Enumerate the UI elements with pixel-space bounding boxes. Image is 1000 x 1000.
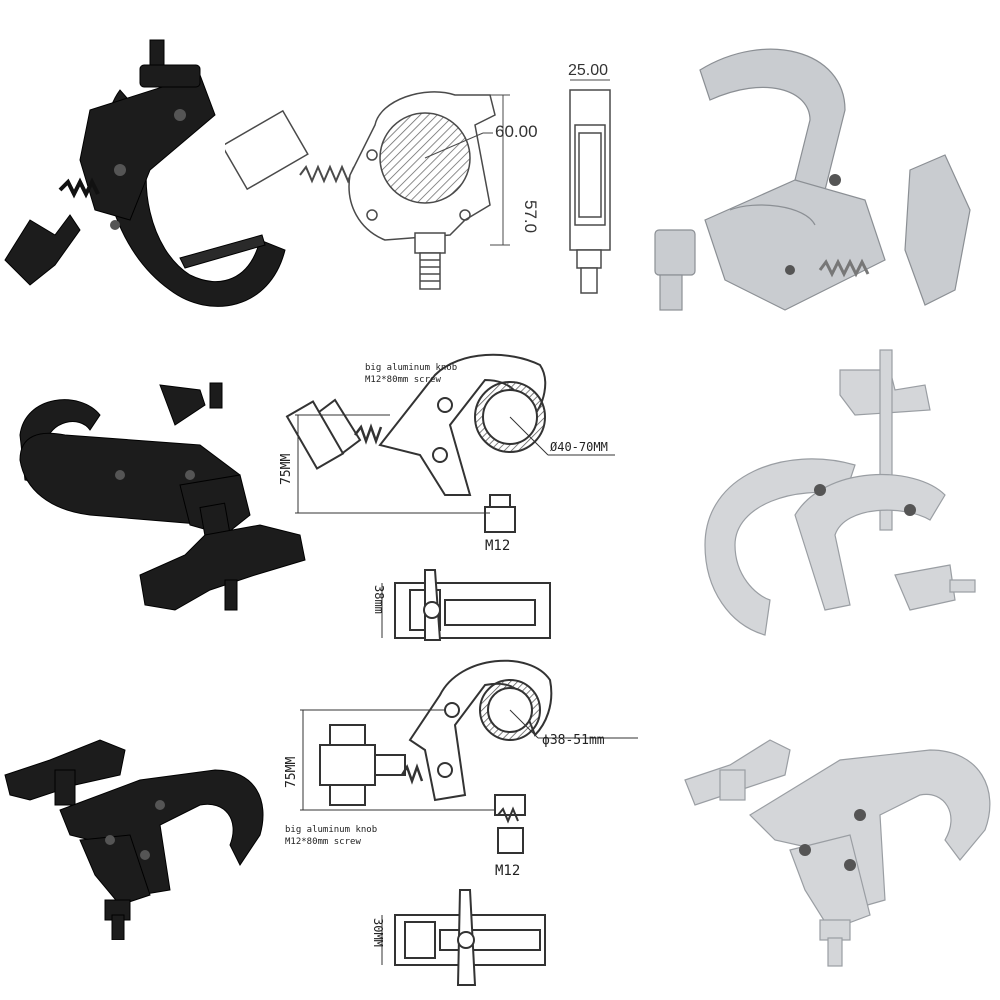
black-clamp-photo-3 bbox=[0, 725, 275, 940]
dim-top-width-1: 25.00 bbox=[568, 62, 608, 79]
bolt-size-3: M12 bbox=[495, 863, 520, 879]
dim-pipe-diameter-1: 60.00 bbox=[495, 122, 538, 141]
silver-clamp-photo-1 bbox=[645, 30, 1000, 315]
note-knob-2: big aluminum knob bbox=[365, 363, 457, 373]
silver-clamp-photo-3 bbox=[680, 720, 1000, 970]
note-knob-3: big aluminum knob bbox=[285, 825, 377, 835]
technical-drawing-2: big aluminum knob M12*80mm screw 75MM Ø4… bbox=[270, 345, 650, 645]
black-clamp-photo-2 bbox=[10, 375, 310, 625]
technical-drawing-1: 60.00 57.0 25.00 bbox=[225, 55, 645, 305]
bolt-size-2: M12 bbox=[485, 538, 510, 554]
black-clamp-photo-1 bbox=[0, 20, 300, 320]
note-screw-3: M12*80mm screw bbox=[285, 837, 361, 847]
dim-height-1: 57.0 bbox=[521, 200, 540, 233]
dim-height-2: 75MM bbox=[279, 454, 294, 485]
technical-drawing-3: 75MM ϕ38-51mm big aluminum knob M12*80mm… bbox=[280, 650, 660, 990]
dim-width-3: 30MM bbox=[371, 918, 385, 947]
dim-pipe-range-3: ϕ38-51mm bbox=[542, 733, 605, 748]
dim-width-2: 38mm bbox=[372, 585, 386, 614]
note-screw-2: M12*80mm screw bbox=[365, 375, 441, 385]
dim-pipe-range-2: Ø40-70MM bbox=[550, 440, 608, 454]
dim-height-3: 75MM bbox=[284, 757, 299, 788]
silver-clamp-photo-2 bbox=[695, 345, 1000, 645]
